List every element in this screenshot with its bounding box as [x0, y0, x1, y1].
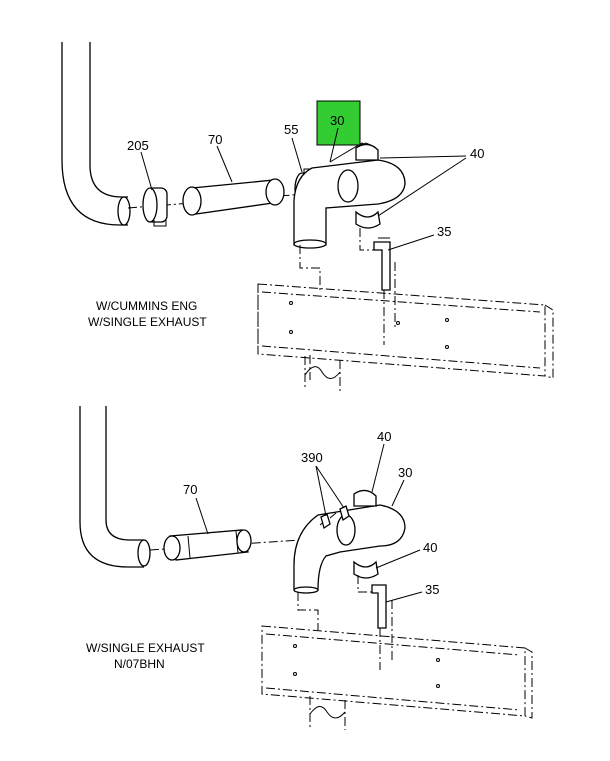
diagram-bottom: 70 390 40 30 40 35 W/SINGLE EXHAUST N/07… [79, 406, 533, 730]
pipe-70-bottom [163, 529, 252, 561]
leaders-top [140, 127, 467, 251]
elbow-30-bottom [293, 504, 406, 594]
pipe-bend-2 [79, 406, 144, 568]
callout-40: 40 [470, 146, 484, 161]
elbow-30 [293, 142, 406, 249]
bracket-40-bottom-lower [353, 560, 379, 579]
pipe-bend-2-end [137, 539, 151, 567]
callout-35: 35 [437, 224, 451, 239]
bracket-40-lower [355, 210, 381, 229]
callout-40-bottom-lower: 40 [423, 540, 437, 555]
frame-rail-2 [261, 625, 533, 730]
callout-390: 390 [301, 450, 323, 465]
caption-top-line1: W/CUMMINS ENG [96, 299, 197, 313]
caption-top-line2: W/SINGLE EXHAUST [88, 315, 207, 329]
callout-40-bottom-top: 40 [377, 429, 391, 444]
bracket-40-upper [355, 142, 379, 161]
callout-30: 30 [330, 113, 344, 128]
callout-70-bottom: 70 [183, 482, 197, 497]
leaders-bottom [195, 443, 423, 603]
callout-30-bottom: 30 [398, 465, 412, 480]
frame-rail [257, 283, 554, 392]
clamp-205 [142, 187, 168, 227]
bracket-40-bottom-upper [353, 489, 377, 507]
pipe-bend-end [117, 196, 131, 226]
diagram-top: 205 70 55 30 40 35 W/CUMMINS ENG W/SINGL… [61, 42, 554, 392]
caption-bottom-line2: N/07BHN [114, 657, 165, 671]
callout-30-highlight [316, 100, 361, 146]
callout-205: 205 [127, 138, 149, 153]
callout-35-bottom: 35 [425, 582, 439, 597]
bracket-35 [373, 237, 391, 291]
pipe-bend [61, 42, 128, 226]
hidden-lines-2 [297, 575, 393, 670]
clamp-390 [320, 505, 350, 530]
callout-70: 70 [208, 132, 222, 147]
caption-bottom-line1: W/SINGLE EXHAUST [86, 641, 205, 655]
bracket-35-bottom [371, 584, 387, 629]
hidden-lines [299, 228, 396, 380]
pipe-bend-2-inner [105, 406, 144, 541]
pipe-bend-inner [89, 42, 128, 198]
pipe-70 [182, 178, 285, 216]
callout-55: 55 [284, 122, 298, 137]
